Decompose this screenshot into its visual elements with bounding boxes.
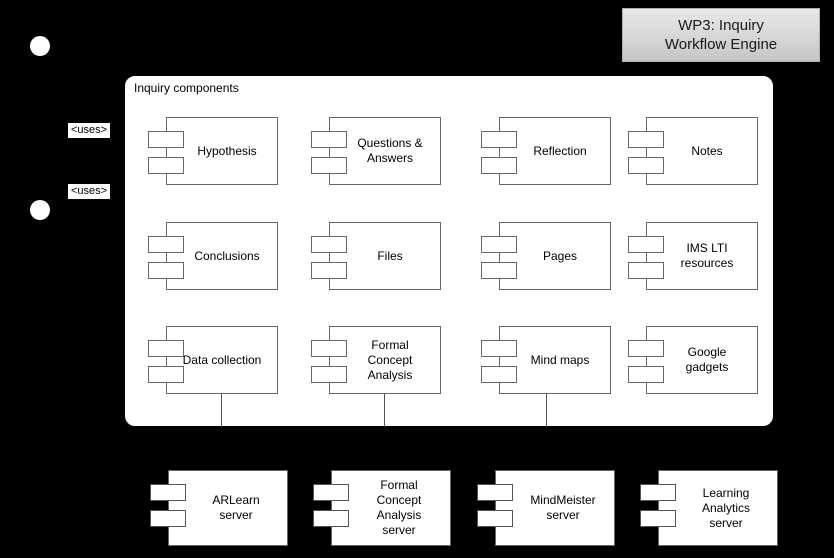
component-formal-concept-analysis-server[interactable]: Formal Concept Analysis server [313,470,451,546]
component-label: Formal Concept Analysis [329,326,441,394]
component-tab-lower [628,157,664,174]
wp3-title-box: WP3: Inquiry Workflow Engine [622,8,820,62]
component-reflection[interactable]: Reflection [481,117,611,185]
component-tab-upper [481,236,517,253]
component-tab-upper [311,236,347,253]
component-label: Hypothesis [166,117,278,185]
component-label: Data collection [166,326,278,394]
component-label: Mind maps [499,326,611,394]
component-google-gadgets[interactable]: Google gadgets [628,326,758,394]
component-label: Questions & Answers [329,117,441,185]
component-tab-upper [477,484,513,501]
component-data-collection[interactable]: Data collection [148,326,278,394]
component-tab-upper [148,340,184,357]
component-tab-upper [148,131,184,148]
component-tab-lower [150,510,186,527]
component-tab-upper [150,484,186,501]
component-tab-lower [477,510,513,527]
component-tab-upper [628,340,664,357]
component-label: Pages [499,222,611,290]
component-label: ARLearn server [168,470,288,546]
component-tab-lower [628,262,664,279]
package-title: Inquiry components [134,81,239,95]
connector-formal-concept-analysis [384,394,385,427]
component-files[interactable]: Files [311,222,441,290]
component-tab-lower [628,366,664,383]
component-ims-lti-resources[interactable]: IMS LTI resources [628,222,758,290]
component-questions-answers[interactable]: Questions & Answers [311,117,441,185]
component-tab-lower [148,262,184,279]
component-tab-lower [311,157,347,174]
component-notes[interactable]: Notes [628,117,758,185]
component-tab-lower [481,262,517,279]
component-tab-lower [313,510,349,527]
component-tab-lower [148,366,184,383]
component-label: Conclusions [166,222,278,290]
actor-circle-bottom [30,200,50,220]
component-tab-lower [640,510,676,527]
component-tab-upper [481,131,517,148]
component-label: Notes [646,117,758,185]
component-tab-upper [628,236,664,253]
component-tab-upper [311,340,347,357]
actor-circle-top [30,36,50,56]
component-mind-maps[interactable]: Mind maps [481,326,611,394]
component-tab-lower [311,366,347,383]
component-hypothesis[interactable]: Hypothesis [148,117,278,185]
component-pages[interactable]: Pages [481,222,611,290]
connector-data-collection [221,394,222,427]
component-tab-lower [481,366,517,383]
component-tab-upper [311,131,347,148]
component-tab-lower [148,157,184,174]
component-mindmeister-server[interactable]: MindMeister server [477,470,615,546]
component-tab-lower [481,157,517,174]
component-label: IMS LTI resources [646,222,758,290]
uses-label-top: <uses> [68,123,111,138]
component-label: Formal Concept Analysis server [331,470,451,546]
component-tab-upper [628,131,664,148]
component-tab-lower [311,262,347,279]
inquiry-components-package: Inquiry components Hypothesis Questions … [125,76,773,427]
component-conclusions[interactable]: Conclusions [148,222,278,290]
component-tab-upper [148,236,184,253]
component-tab-upper [481,340,517,357]
component-arlearn-server[interactable]: ARLearn server [150,470,288,546]
component-label: Files [329,222,441,290]
component-label: MindMeister server [495,470,615,546]
component-label: Google gadgets [646,326,758,394]
connector-mind-maps [546,394,547,427]
component-tab-upper [313,484,349,501]
component-learning-analytics-server[interactable]: Learning Analytics server [640,470,778,546]
component-formal-concept-analysis[interactable]: Formal Concept Analysis [311,326,441,394]
component-label: Learning Analytics server [658,470,778,546]
component-tab-upper [640,484,676,501]
uses-label-bottom: <uses> [68,184,111,199]
component-label: Reflection [499,117,611,185]
